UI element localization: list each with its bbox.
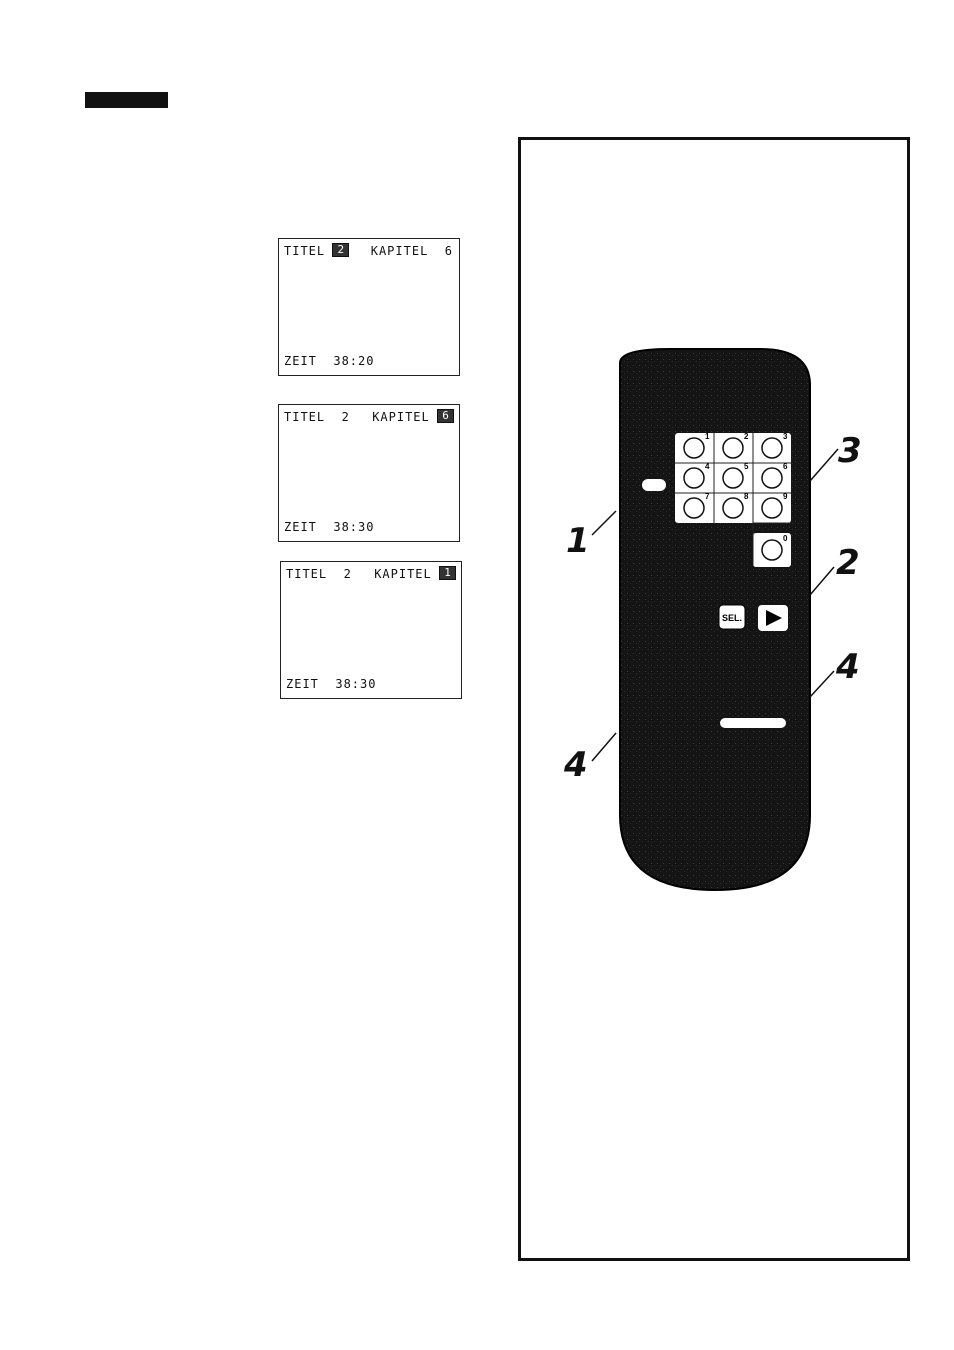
osd-screen-2: TITEL 2 KAPITEL 6 ZEIT 38:30 [278,404,460,542]
number-key-label: 5 [744,462,749,471]
zeit-value: 38:20 [333,354,374,368]
kapitel-label: KAPITEL [374,567,432,581]
titel-value: 2 [344,567,352,581]
number-key-label: 8 [744,492,749,501]
titel-value-highlight: 2 [333,244,348,256]
titel-value: 2 [342,410,350,424]
number-key-label: 7 [705,492,710,501]
number-key-8[interactable] [723,498,743,518]
remote-control-svg: 1 2 3 4 5 6 7 8 9 0 SEL. [560,345,880,905]
number-key-1[interactable] [684,438,704,458]
remote-bottom-key[interactable] [720,718,786,728]
callout-3: 3 [838,431,862,471]
callout-2: 2 [836,543,860,583]
zeit-label: ZEIT [284,354,317,368]
kapitel-value: 6 [445,244,453,258]
number-key-label: 6 [783,462,788,471]
remote-control-illustration: 1 2 3 4 5 6 7 8 9 0 SEL. 3 1 2 4 4 [560,345,880,905]
zeit-value: 38:30 [335,677,376,691]
number-key-label: 2 [744,432,749,441]
titel-label: TITEL [284,244,325,258]
callout-4-left: 4 [564,745,588,785]
kapitel-label: KAPITEL [371,244,429,258]
callout-4-right: 4 [836,647,860,687]
number-key-5[interactable] [723,468,743,488]
number-key-label: 9 [783,492,788,501]
titel-label: TITEL [284,410,325,424]
zeit-label: ZEIT [284,520,317,534]
number-key-label: 3 [783,432,788,441]
number-key-label: 0 [783,534,788,543]
number-key-label: 1 [705,432,710,441]
callout-1: 1 [566,521,590,561]
kapitel-value-highlight: 6 [438,410,453,422]
zeit-value: 38:30 [333,520,374,534]
osd-screen-3: TITEL 2 KAPITEL 1 ZEIT 38:30 [280,561,462,699]
zeit-label: ZEIT [286,677,319,691]
kapitel-value-highlight: 1 [440,567,455,579]
number-key-label: 4 [705,462,710,471]
section-header-bar [85,92,168,108]
number-key-7[interactable] [684,498,704,518]
number-key-4[interactable] [684,468,704,488]
number-key-3[interactable] [762,438,782,458]
titel-label: TITEL [286,567,327,581]
number-key-9[interactable] [762,498,782,518]
remote-left-key[interactable] [642,479,666,491]
kapitel-label: KAPITEL [372,410,430,424]
number-key-0[interactable] [762,540,782,560]
sel-button-label: SEL. [722,613,742,623]
number-key-6[interactable] [762,468,782,488]
osd-screen-1: TITEL 2 KAPITEL 6 ZEIT 38:20 [278,238,460,376]
number-key-2[interactable] [723,438,743,458]
